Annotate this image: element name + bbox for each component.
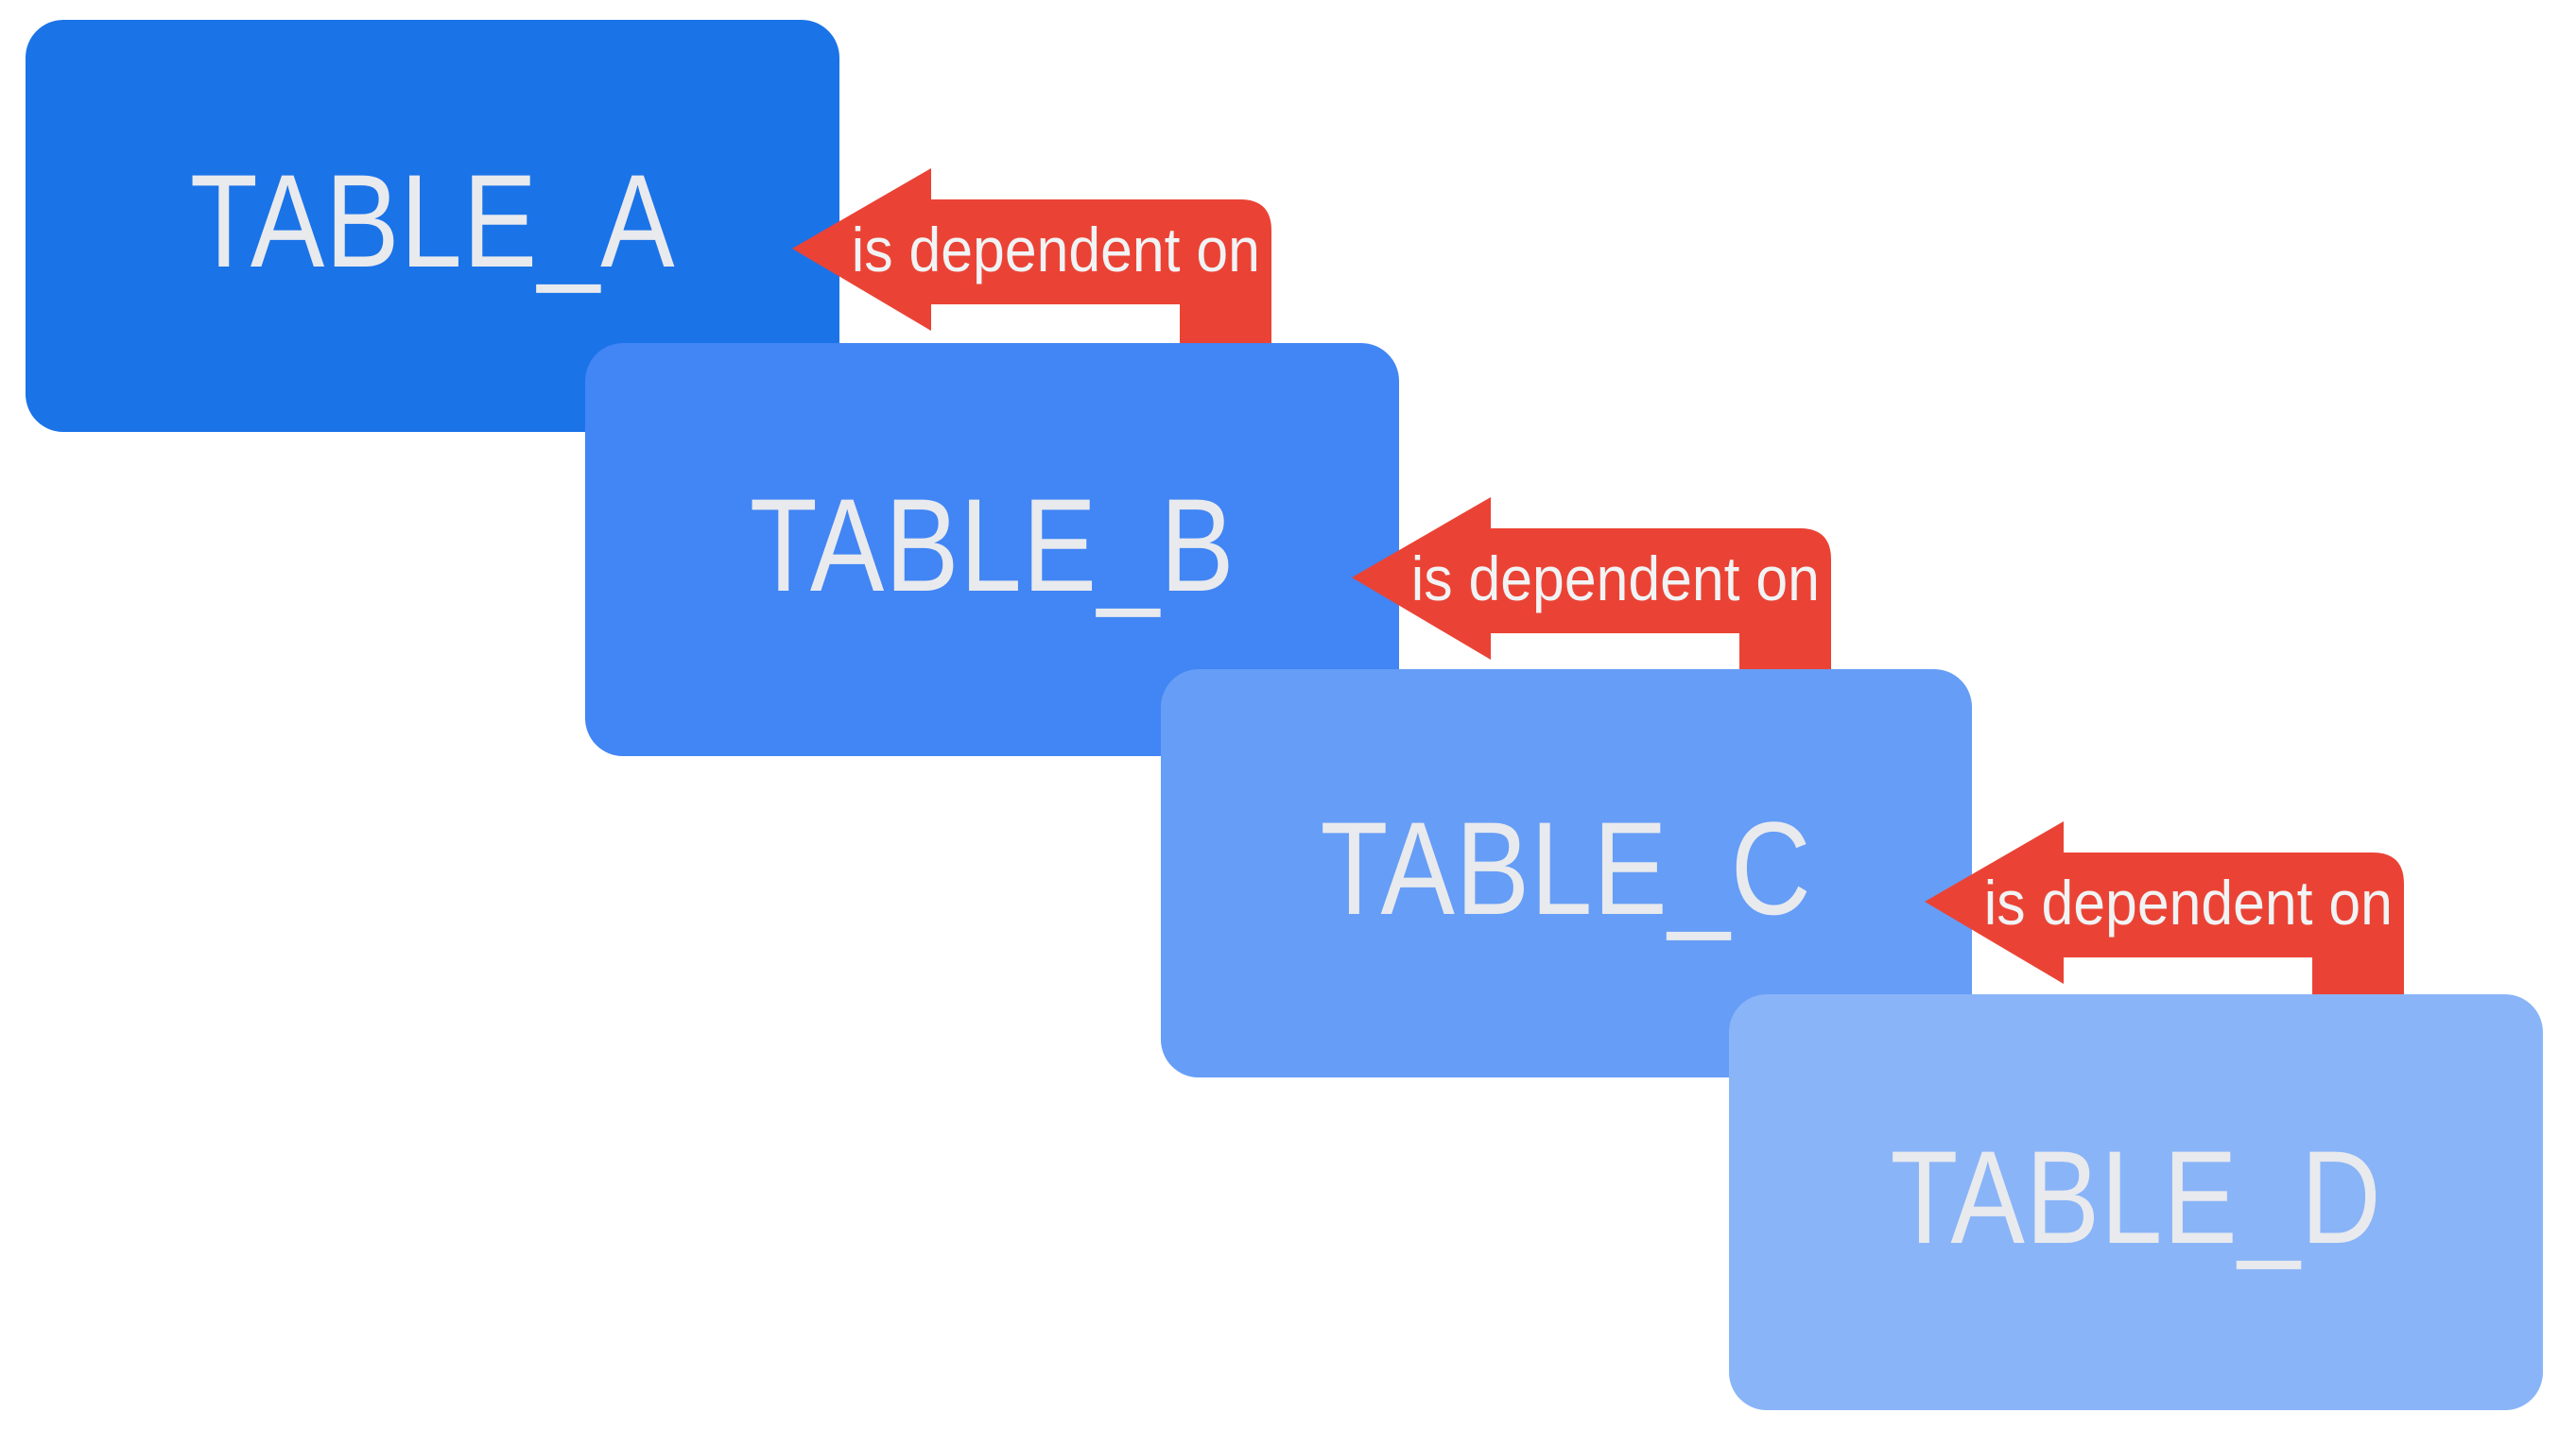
dependency-arrow-d-to-c: is dependent on: [1925, 821, 2404, 1006]
table-node-c: TABLE_C: [1161, 669, 1972, 1077]
table-node-c-label: TABLE_C: [1320, 794, 1813, 942]
table-node-b-label: TABLE_B: [749, 470, 1236, 619]
left-arrow-elbow-icon: [1352, 497, 1831, 681]
dependency-arrow-b-to-a: is dependent on: [792, 168, 1271, 353]
dependency-arrow-c-to-b: is dependent on: [1352, 497, 1831, 681]
left-arrow-elbow-icon: [1925, 821, 2404, 1006]
left-arrow-elbow-icon: [792, 168, 1271, 353]
table-node-d: TABLE_D: [1729, 994, 2543, 1410]
table-node-a-label: TABLE_A: [189, 146, 676, 295]
table-node-a: TABLE_A: [26, 20, 839, 432]
table-node-d-label: TABLE_D: [1890, 1123, 2382, 1271]
